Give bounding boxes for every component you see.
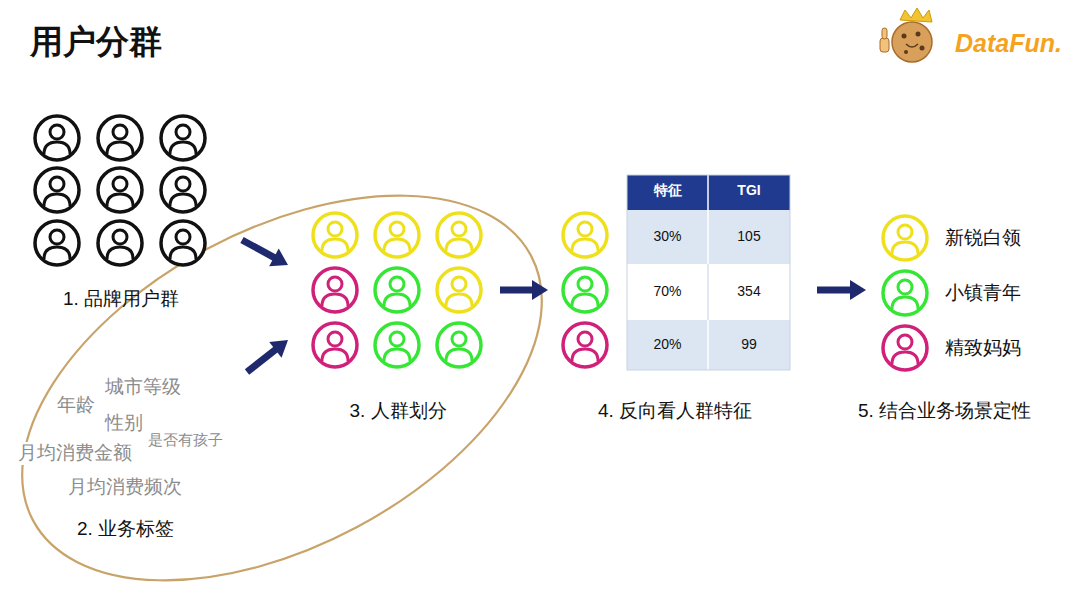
person-icon	[375, 268, 419, 312]
step-label: 4. 反向看人群特征	[553, 400, 797, 423]
person-icon	[98, 221, 142, 265]
node-group: 新锐白领小镇青年精致妈妈 5. 结合业务场景定性	[856, 210, 1033, 430]
person-icon	[313, 323, 357, 367]
person-icon	[437, 323, 481, 367]
table-cell: 99	[708, 336, 790, 353]
step-label: 1. 品牌用户群	[25, 288, 217, 311]
person-icon	[883, 271, 927, 315]
brand-logo: DataFun.	[955, 28, 1062, 58]
flow-arrow	[500, 280, 548, 300]
segment-name: 小镇青年	[945, 282, 1021, 305]
flow-arrow	[817, 280, 866, 300]
person-icon	[161, 168, 205, 212]
person-icon	[35, 221, 79, 265]
person-icon	[437, 268, 481, 312]
table-cell: 70%	[627, 283, 708, 300]
person-icon	[437, 213, 481, 257]
page-title: 用户分群	[30, 22, 162, 62]
segment-name: 新锐白领	[945, 227, 1021, 250]
step-label: 3. 人群划分	[302, 400, 494, 423]
cookie-mascot	[880, 8, 932, 62]
business-tag: 月均消费频次	[66, 476, 184, 499]
table-cell: 354	[708, 283, 790, 300]
segment-name: 精致妈妈	[945, 337, 1021, 360]
person-icon	[563, 323, 607, 367]
person-icons	[35, 116, 927, 370]
node-group: 城市等级年龄性别是否有孩子月均消费金额月均消费频次 2. 业务标签	[12, 370, 239, 550]
group-ellipse	[0, 116, 605, 608]
business-tag: 是否有孩子	[146, 431, 225, 449]
person-icon	[375, 213, 419, 257]
step-label: 2. 业务标签	[12, 518, 239, 541]
person-icon	[375, 323, 419, 367]
business-tag: 年龄	[55, 394, 97, 417]
table-header: 特征	[627, 182, 708, 199]
person-icon	[883, 326, 927, 370]
person-icon	[313, 213, 357, 257]
person-icon	[563, 268, 607, 312]
flow-arrow	[242, 240, 288, 266]
table-header: TGI	[708, 182, 790, 199]
person-icon	[161, 221, 205, 265]
table-cell: 30%	[627, 228, 708, 245]
person-icon	[883, 216, 927, 260]
step-label: 5. 结合业务场景定性	[856, 400, 1033, 423]
person-icon	[161, 116, 205, 160]
person-icon	[563, 213, 607, 257]
business-tag: 性别	[103, 412, 145, 435]
node-group: 1. 品牌用户群	[25, 110, 217, 320]
business-tag: 月均消费金额	[16, 442, 134, 465]
person-icon	[313, 268, 357, 312]
business-tag: 城市等级	[103, 376, 183, 399]
person-icon	[35, 116, 79, 160]
flow-arrow	[247, 340, 288, 372]
person-icon	[35, 168, 79, 212]
table-cell: 20%	[627, 336, 708, 353]
person-icon	[98, 168, 142, 212]
feature-table	[627, 175, 790, 370]
table-cell: 105	[708, 228, 790, 245]
node-group: 3. 人群划分	[302, 205, 494, 425]
person-icon	[98, 116, 142, 160]
